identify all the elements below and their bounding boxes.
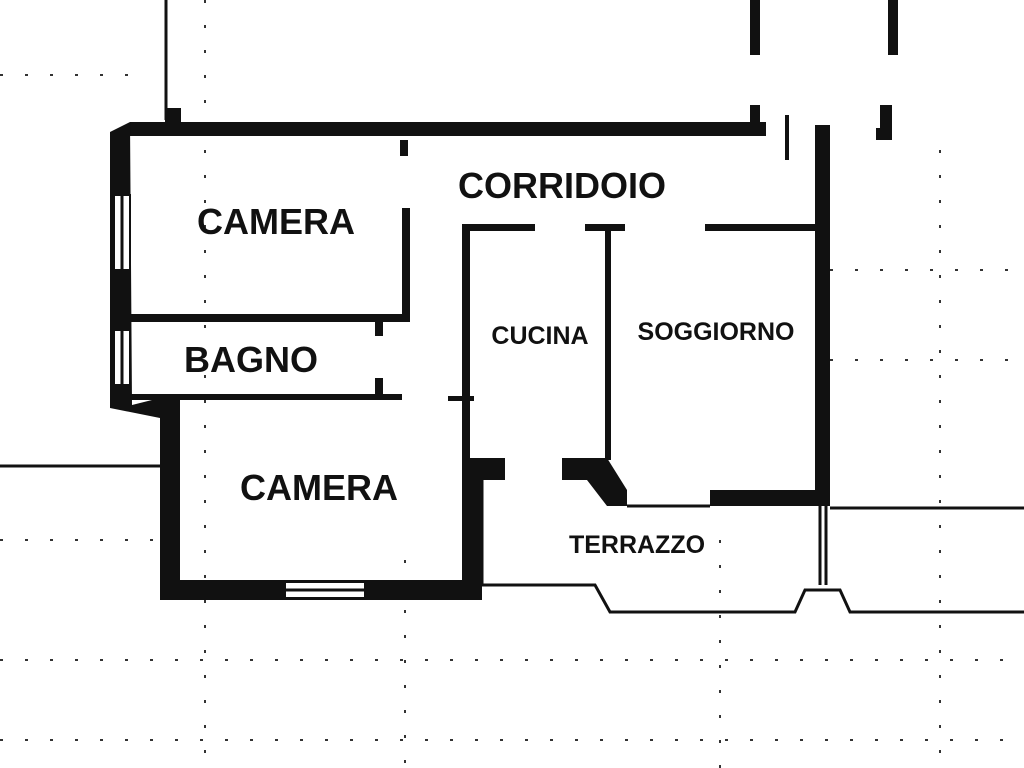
windows — [113, 194, 366, 599]
room-label-corridoio: CORRIDOIO — [458, 165, 666, 206]
room-label-soggiorno: SOGGIORNO — [638, 318, 795, 346]
room-label-camera-2: CAMERA — [240, 467, 398, 508]
room-label-cucina: CUCINA — [491, 322, 588, 350]
terrace-outline — [480, 480, 1024, 614]
walls — [110, 0, 898, 600]
reference-lines — [0, 0, 168, 468]
room-label-terrazzo: TERRAZZO — [569, 531, 705, 559]
room-label-bagno: BAGNO — [184, 339, 318, 380]
room-label-camera-1: CAMERA — [197, 201, 355, 242]
